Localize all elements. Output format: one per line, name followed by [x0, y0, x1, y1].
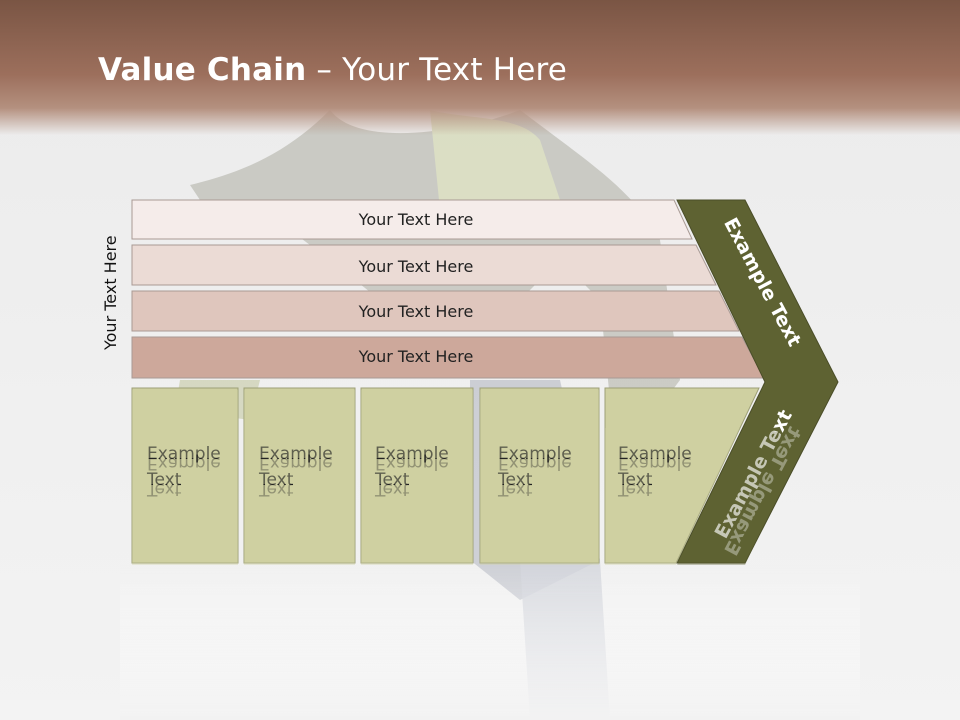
title-rest: – Your Text Here: [306, 52, 568, 88]
primary-box-4: Example Text: [479, 387, 600, 564]
support-row-2: Your Text Here: [131, 244, 717, 286]
support-row-4: Your Text Here: [131, 336, 765, 379]
support-row-1: Your Text Here: [131, 199, 693, 240]
reflection-box-1-line2: Text: [146, 479, 182, 499]
reflection-box-5-line1: Example: [618, 453, 692, 473]
box-2-line1: Example: [259, 444, 333, 464]
primary-box-3: Example Text: [360, 387, 474, 564]
row-label-1: Your Text Here: [358, 210, 474, 229]
box-1-line2: Text: [146, 470, 182, 490]
row-label-3: Your Text Here: [358, 302, 474, 321]
box-1-line1: Example: [147, 444, 221, 464]
reflection-box-4-line1: Example: [498, 453, 572, 473]
reflection-box-5-line2: Text: [617, 479, 653, 499]
row-label-4: Your Text Here: [358, 347, 474, 366]
box-2-line2: Text: [258, 470, 294, 490]
reflection-box-2-line1: Example: [259, 453, 333, 473]
reflection-box-3-line2: Text: [374, 479, 410, 499]
primary-box-5: Example Text: [604, 387, 760, 564]
reflection-box-2-line2: Text: [258, 479, 294, 499]
support-row-3: Your Text Here: [131, 290, 740, 332]
reflection-box-4-line2: Text: [497, 479, 533, 499]
header-band: [0, 0, 960, 135]
reflection-box-3-line1: Example: [375, 453, 449, 473]
box-4-line2: Text: [497, 470, 533, 490]
primary-box-1: Example Text: [131, 387, 239, 564]
box-5-line1: Example: [618, 444, 692, 464]
row-label-2: Your Text Here: [358, 257, 474, 276]
box-4-line1: Example: [498, 444, 572, 464]
diagram-reflection: Example Text Example Text Example Text E…: [132, 390, 805, 565]
reflection-box-1-line1: Example: [147, 453, 221, 473]
box-3-line1: Example: [375, 444, 449, 464]
primary-box-2: Example Text: [243, 387, 356, 564]
box-3-line2: Text: [374, 470, 410, 490]
title-bold: Value Chain: [98, 52, 307, 88]
slide-title: Value Chain – Your Text Here: [98, 52, 567, 88]
reflection-fade: [120, 563, 860, 720]
box-5-line2: Text: [617, 470, 653, 490]
